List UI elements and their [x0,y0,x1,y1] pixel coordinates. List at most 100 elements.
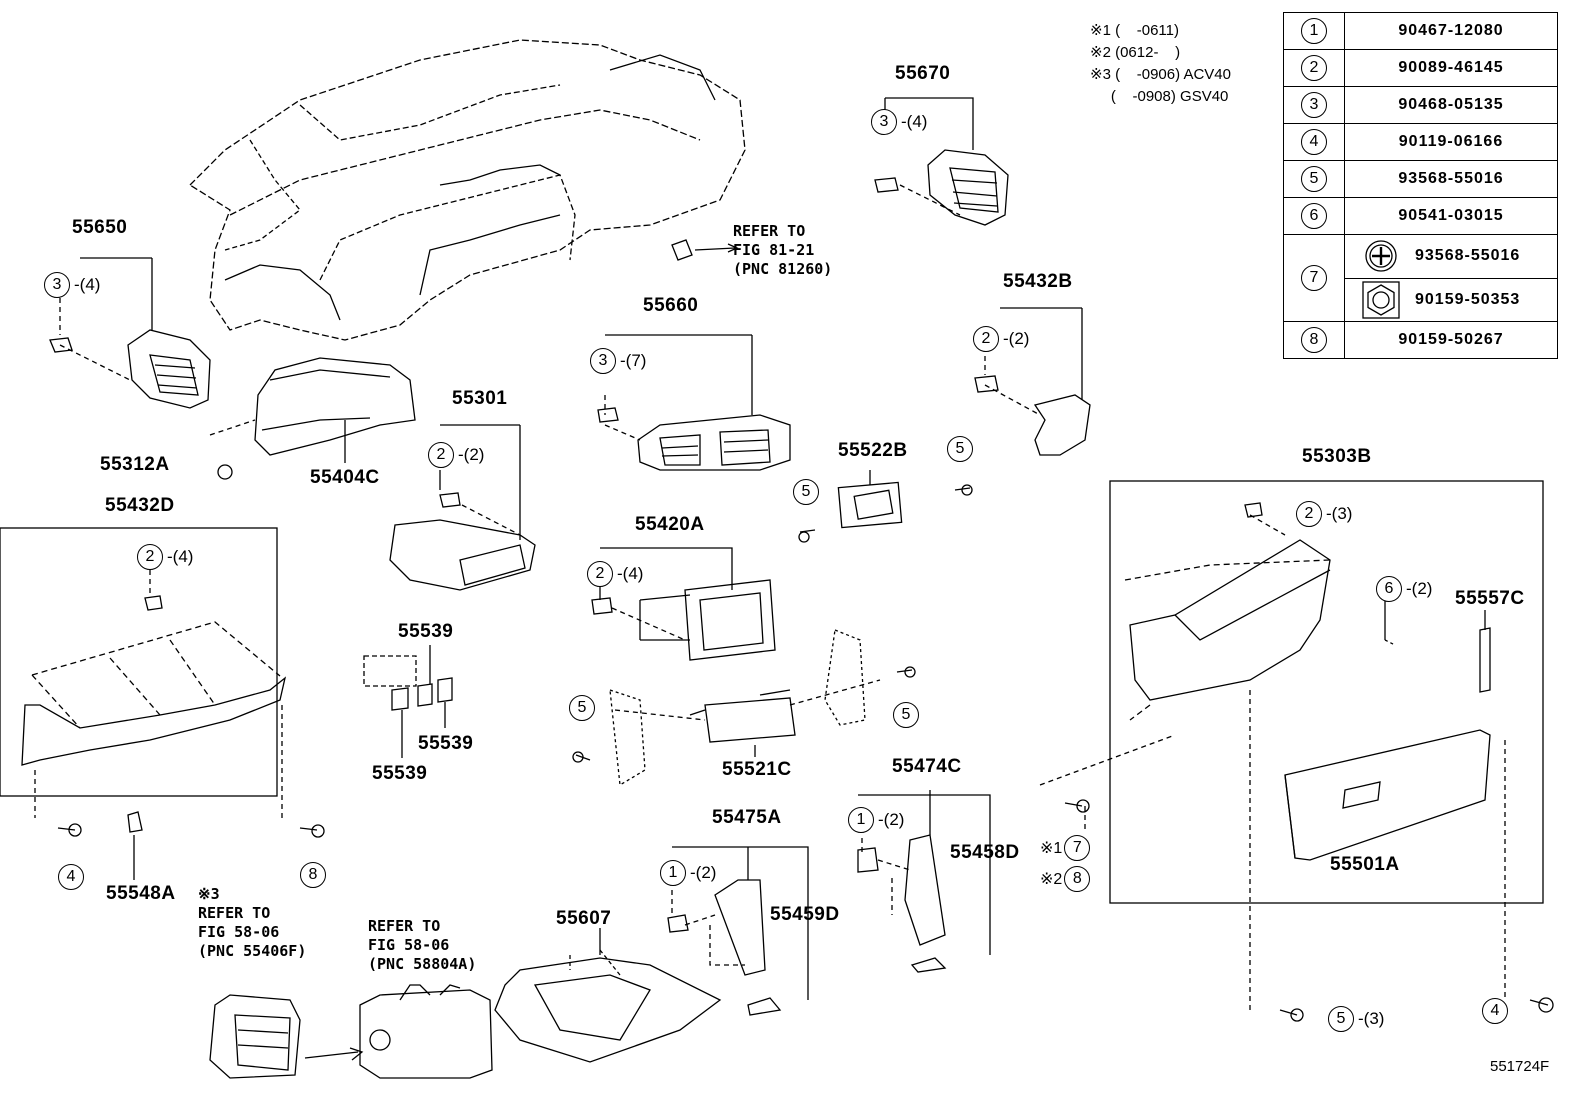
ref-circle: 8 [300,862,326,888]
reference-fig-58-06-a: ※3 REFER TO FIG 58-06 (PNC 55406F) [198,885,307,960]
callout-55301-clip: 2-(2) [428,442,484,468]
ref-number: 7 [1301,265,1327,291]
part-label-55501a: 55501A [1330,854,1400,875]
ref-circle: 2 [973,326,999,352]
part-label-55607: 55607 [556,908,612,929]
ref-circle: 1 [848,807,874,833]
center-vent-drawing [637,414,791,471]
note-line-4: ( -0908) GSV40 [1090,88,1229,105]
ref-circle: 3 [871,109,897,135]
reference-fig-81-21: REFER TO FIG 81-21 (PNC 81260) [733,222,833,278]
qty: -(2) [1003,329,1030,348]
audio-duct-drawing [359,984,493,1079]
screw-drawings [57,484,1554,1022]
callout-55432d-clip: 2-(4) [137,544,193,570]
ref-circle: 3 [590,348,616,374]
ref-number: 5 [1301,166,1327,192]
callout-55660-clip: 3-(7) [590,348,646,374]
table-row: 8 90159-50267 [1283,321,1558,359]
note-marker: ※1 [1040,840,1063,857]
callout-8-bolt: 8 [300,862,326,888]
part-label-55521c: 55521C [722,759,792,780]
part-number: 90467-12080 [1344,12,1558,50]
glove-box-door-drawing [1124,539,1331,721]
table-row: 4 90119-06166 [1283,123,1558,161]
ref-number: 4 [1301,129,1327,155]
part-number: 90468-05135 [1344,86,1558,124]
qty: -(2) [690,863,717,882]
part-label-55312a: 55312A [100,454,170,475]
ref-circle: 5 [793,479,819,505]
callout-5-screw-b: 5 [793,479,819,505]
part-label-55522b: 55522B [838,440,908,461]
qty: -(2) [458,445,485,464]
part-label-55458d: 55458D [950,842,1020,863]
qty: -(2) [878,810,905,829]
part-number: 90541-03015 [1344,197,1558,235]
qty: -(4) [74,275,101,294]
ref-number: 6 [1301,203,1327,229]
part-number: 93568-55016 [1344,160,1558,198]
hex-nut-icon [1362,280,1400,319]
part-label-55432d: 55432D [105,495,175,516]
ref-number: 1 [1301,18,1327,44]
callout-4-bolt-left: 4 [58,864,84,890]
note-line-1: ※1 ( -0611) [1090,22,1179,39]
part-label-55548a: 55548A [106,883,176,904]
callout-5-screw-d: 5 [893,702,919,728]
callout-5-screw-c: 5 [947,436,973,462]
register-panel-drawing [389,519,536,591]
part-label-55474c: 55474C [892,756,962,777]
callout-55420a-clip: 2-(4) [587,561,643,587]
under-cover-drawing [494,949,722,1063]
part-label-55650: 55650 [72,217,128,238]
table-row: 90159-50353 [1284,277,1558,322]
note-line-2: ※2 (0612- ) [1090,44,1181,61]
left-vent-assembly-drawing [209,994,301,1079]
part-label-55539-right: 55539 [418,733,474,754]
trim-panel-b-drawing [1033,394,1091,456]
callout-55670-clip: 3-(4) [871,109,927,135]
qty: -(7) [620,351,647,370]
part-label-55660: 55660 [643,295,699,316]
callout-55474c-clip: 1-(2) [848,807,904,833]
part-number: 90159-50353 [1415,290,1521,308]
side-vent-left-drawing [127,329,211,409]
callout-55303b-clip: 2-(3) [1296,501,1352,527]
part-label-55539-top: 55539 [398,621,454,642]
meter-hood-drawing [254,357,416,456]
ref-number: 3 [1301,92,1327,118]
part-label-55539-bottom: 55539 [372,763,428,784]
pocket-drawing [689,689,796,743]
parts-table: 1 90467-12080 2 90089-46145 3 90468-0513… [1283,12,1558,359]
part-label-55432b: 55432B [1003,271,1073,292]
switch-plate-drawing [837,481,903,529]
ref-circle: 5 [1328,1006,1354,1032]
reference-fig-58-06-b: REFER TO FIG 58-06 (PNC 58804A) [368,917,477,973]
ref-number: 2 [1301,55,1327,81]
part-label-55420a: 55420A [635,514,705,535]
part-number: 90159-50267 [1344,321,1558,359]
part-number: 90119-06166 [1344,123,1558,161]
callout-5-screw-a: 5 [569,695,595,721]
table-row: 6 90541-03015 [1283,197,1558,235]
glove-compartment-drawing [1284,729,1491,861]
ref-circle: 4 [1482,998,1508,1024]
qty: -(4) [167,547,194,566]
ref-circle: 5 [569,695,595,721]
note-line-3: ※3 ( -0906) ACV40 [1090,66,1231,83]
callout-4-bolt-right: 4 [1482,998,1508,1024]
part-label-55459d: 55459D [770,904,840,925]
ref-circle: 2 [428,442,454,468]
table-row: 7 93568-55016 [1283,234,1558,322]
qty: -(4) [617,564,644,583]
table-row: 1 90467-12080 [1283,12,1558,50]
callout-55650-clip: 3-(4) [44,272,100,298]
callout-55432b-clip: 2-(2) [973,326,1029,352]
table-row: 2 90089-46145 [1283,49,1558,87]
side-vent-right-drawing [927,149,1009,226]
ref-circle: 3 [44,272,70,298]
